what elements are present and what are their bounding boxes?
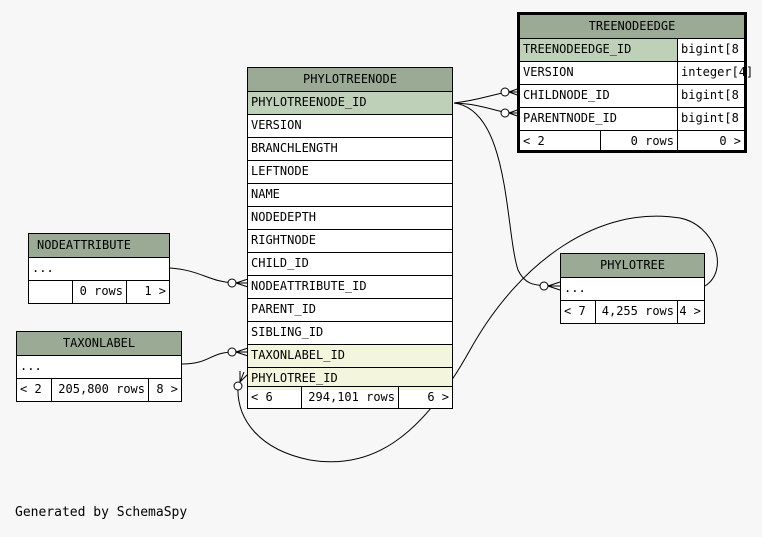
column-type: bigint[8 — [677, 39, 744, 61]
table-title: NODEATTRIBUTE — [29, 234, 169, 257]
table-footer: 0 rows 1 > — [29, 280, 169, 303]
children-count[interactable]: 0 > — [677, 131, 744, 153]
column-row[interactable]: VERSION integer[4] — [520, 61, 753, 84]
relation-nodeattribute — [169, 267, 235, 284]
parents-count[interactable]: < 2 — [20, 382, 42, 396]
parents-count[interactable] — [32, 281, 72, 303]
table-nodeattribute[interactable]: NODEATTRIBUTE ... 0 rows 1 > — [28, 233, 170, 304]
relation-phylotree-id — [237, 215, 718, 463]
table-footer: < 2 205,800 rows 8 > — [17, 378, 181, 401]
column-row[interactable]: PHYLOTREENODE_ID — [248, 91, 452, 114]
column-row[interactable]: PARENT_ID — [248, 298, 452, 321]
table-title: TAXONLABEL — [17, 332, 181, 355]
parents-count[interactable]: < 7 — [564, 304, 586, 318]
column-row[interactable]: NODEDEPTH — [248, 206, 452, 229]
column-row[interactable]: PHYLOTREE_ID — [248, 367, 452, 390]
relation-taxonlabel — [181, 351, 235, 365]
table-title: TREENODEEDGE — [520, 15, 744, 38]
table-title: PHYLOTREENODE — [248, 68, 452, 91]
children-count[interactable]: 6 > — [398, 387, 452, 409]
column-row[interactable]: VERSION — [248, 114, 452, 137]
column-row[interactable]: NODEATTRIBUTE_ID — [248, 275, 452, 298]
table-phylotree[interactable]: PHYLOTREE ... < 7 4,255 rows 4 > — [560, 253, 705, 324]
table-taxonlabel[interactable]: TAXONLABEL ... < 2 205,800 rows 8 > — [16, 331, 182, 402]
table-phylotreenode[interactable]: PHYLOTREENODE PHYLOTREENODE_ID VERSION B… — [247, 67, 453, 409]
crowfoot-markers — [227, 87, 561, 391]
column-row[interactable]: ... — [17, 355, 181, 378]
row-count: 205,800 rows — [51, 379, 148, 401]
column-type: integer[4] — [677, 62, 753, 84]
table-footer: < 6 294,101 rows 6 > — [248, 386, 452, 409]
column-type: bigint[8 — [677, 108, 744, 130]
column-row[interactable]: ... — [29, 257, 169, 280]
column-row[interactable]: NAME — [248, 183, 452, 206]
column-row[interactable]: LEFTNODE — [248, 160, 452, 183]
relation-phylotree — [453, 102, 548, 287]
column-name: VERSION — [523, 65, 574, 79]
column-name: PARENTNODE_ID — [523, 111, 617, 125]
relation-childnode — [453, 91, 509, 104]
column-row[interactable]: RIGHTNODE — [248, 229, 452, 252]
table-footer: < 2 0 rows 0 > — [520, 130, 744, 153]
table-treenodeedge[interactable]: TREENODEEDGE TREENODEEDGE_ID bigint[8 VE… — [517, 12, 753, 153]
row-count: 294,101 rows — [301, 387, 398, 409]
table-footer: < 7 4,255 rows 4 > — [561, 300, 704, 323]
column-row[interactable]: PARENTNODE_ID bigint[8 — [520, 107, 744, 130]
children-count[interactable]: 8 > — [148, 379, 181, 401]
column-row[interactable]: TREENODEEDGE_ID bigint[8 — [520, 38, 744, 61]
column-type: bigint[8 — [677, 85, 744, 107]
children-count[interactable]: 4 > — [677, 301, 704, 323]
column-name: CHILDNODE_ID — [523, 88, 610, 102]
column-row[interactable]: ... — [561, 277, 704, 300]
row-count: 0 rows — [600, 131, 677, 153]
column-row[interactable]: BRANCHLENGTH — [248, 137, 452, 160]
generated-by-footer: Generated by SchemaSpy — [15, 505, 188, 520]
parents-count[interactable]: < 2 — [523, 134, 545, 148]
children-count[interactable]: 1 > — [126, 281, 169, 303]
column-row[interactable]: CHILD_ID — [248, 252, 452, 275]
column-name: TREENODEEDGE_ID — [523, 42, 632, 56]
row-count: 4,255 rows — [595, 301, 677, 323]
table-title: PHYLOTREE — [561, 254, 704, 277]
column-row[interactable]: SIBLING_ID — [248, 321, 452, 344]
column-row[interactable]: TAXONLABEL_ID — [248, 344, 452, 367]
column-row[interactable]: CHILDNODE_ID bigint[8 — [520, 84, 744, 107]
row-count: 0 rows — [72, 281, 126, 303]
parents-count[interactable]: < 6 — [251, 390, 273, 404]
